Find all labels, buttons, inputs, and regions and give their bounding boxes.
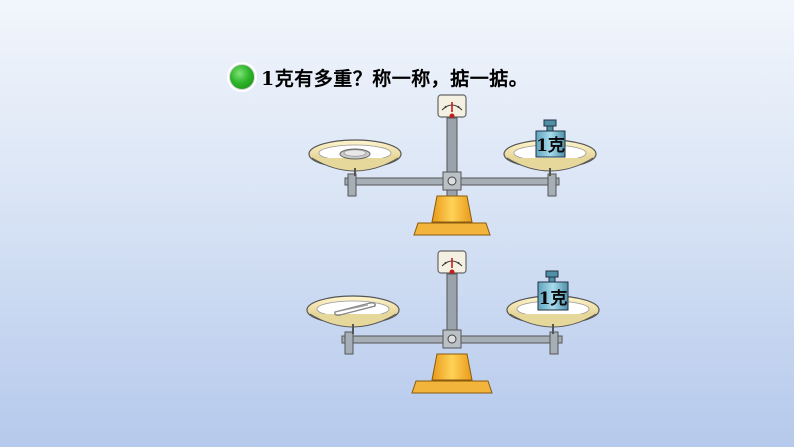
coin-icon	[339, 148, 371, 160]
right-plate: 1克	[506, 270, 600, 334]
balance-scale-bottom-drawing: 1克	[306, 250, 600, 394]
right-plate: 1克	[503, 119, 597, 176]
dial-icon	[437, 250, 467, 275]
weight-label: 1克	[536, 135, 565, 156]
title-text: 1克有多重？称一称，掂一掂。	[261, 67, 529, 90]
left-plate	[306, 295, 400, 334]
gram-weight: 1克	[537, 270, 569, 311]
balance-scale-bottom: 1克	[300, 248, 610, 398]
weight-label: 1克	[539, 288, 568, 309]
left-plate	[308, 139, 402, 176]
balance-scale-top: 1克	[300, 92, 610, 242]
title-row: 1克有多重？称一称，掂一掂。	[229, 63, 528, 91]
balance-scale-top-drawing: 1克	[308, 94, 597, 236]
green-bullet-icon	[229, 64, 255, 90]
gram-weight: 1克	[535, 119, 566, 158]
paper-clip-icon	[334, 302, 376, 316]
dial-icon	[437, 94, 467, 119]
